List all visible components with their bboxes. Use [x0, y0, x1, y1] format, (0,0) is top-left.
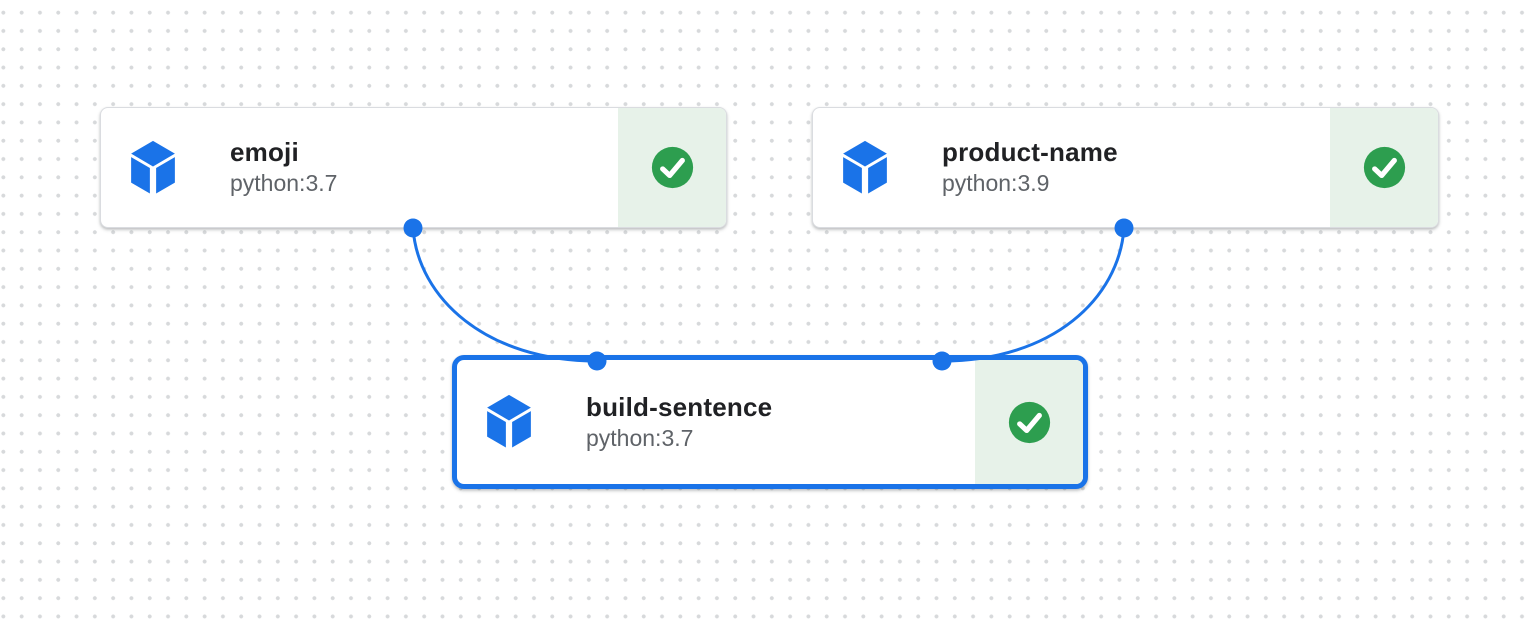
node-text: product-name python:3.9: [942, 136, 1118, 199]
node-title: build-sentence: [586, 391, 773, 422]
node-subtitle: python:3.7: [586, 424, 694, 451]
check-circle-icon: [1008, 401, 1050, 443]
check-circle-icon: [1363, 146, 1405, 189]
node-subtitle: python:3.9: [942, 170, 1050, 196]
edge-emoji-to-build-sentence: [411, 227, 598, 363]
node-subtitle: python:3.7: [230, 170, 338, 196]
node-text: build-sentence python:3.7: [586, 391, 772, 454]
status-panel: [975, 360, 1083, 484]
node-title: emoji: [230, 137, 299, 167]
node-title: product-name: [942, 137, 1118, 167]
pipeline-node-emoji[interactable]: emoji python:3.7: [100, 107, 727, 228]
package-cube-icon: [843, 140, 887, 194]
check-circle-icon: [651, 146, 693, 189]
package-cube-icon: [487, 394, 531, 448]
status-panel: [1330, 108, 1438, 227]
pipeline-node-build-sentence[interactable]: build-sentence python:3.7: [452, 355, 1088, 489]
node-body: build-sentence python:3.7: [457, 360, 975, 484]
status-panel: [618, 108, 726, 227]
node-body: emoji python:3.7: [101, 108, 618, 227]
node-body: product-name python:3.9: [813, 108, 1330, 227]
package-cube-icon: [131, 140, 175, 194]
pipeline-node-product-name[interactable]: product-name python:3.9: [812, 107, 1439, 228]
node-text: emoji python:3.7: [230, 136, 337, 199]
edge-product-name-to-build-sentence: [941, 227, 1126, 363]
